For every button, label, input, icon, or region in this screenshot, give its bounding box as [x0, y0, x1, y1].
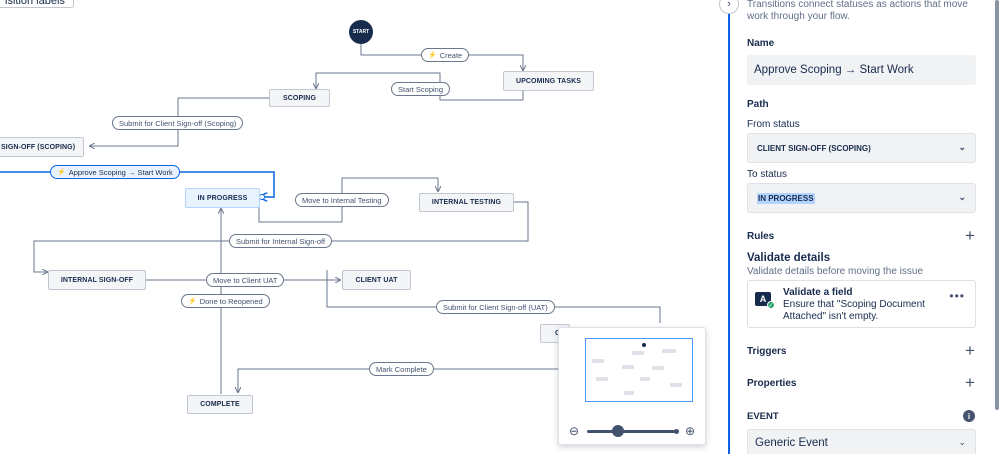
- transition-label: Submit for Internal Sign-off: [236, 236, 326, 246]
- bolt-icon: ⚡: [188, 298, 197, 305]
- zoom-slider-thumb[interactable]: [612, 424, 624, 437]
- transition-submit-client-signoff-uat[interactable]: Submit for Client Sign-off (UAT): [436, 300, 555, 314]
- status-client-uat[interactable]: CLIENT UAT: [342, 270, 411, 290]
- validate-details-title: Validate details: [747, 252, 831, 264]
- transition-label: Submit for Client Sign-off (Scoping): [119, 118, 237, 128]
- from-status-select[interactable]: CLIENT SIGN-OFF (SCOPING) ⌄: [747, 133, 976, 163]
- chevron-down-icon: ⌄: [958, 192, 966, 202]
- minimap-node: [632, 351, 644, 355]
- to-status-value: IN PROGRESS: [757, 192, 815, 204]
- minimap-node: [592, 359, 604, 363]
- transition-create[interactable]: ⚡Create: [421, 48, 470, 62]
- collapse-panel-button[interactable]: ›: [719, 0, 739, 14]
- zoom-slider-end: [674, 428, 679, 434]
- add-trigger-icon[interactable]: +: [965, 341, 975, 360]
- transition-label: Move to Client UAT: [213, 275, 278, 285]
- validator-rule-card[interactable]: A ✓ Validate a field Ensure that "Scopin…: [747, 280, 976, 328]
- workflow-canvas[interactable]: isition labels START SCOPING UPCOMING TA…: [0, 0, 728, 454]
- transition-approve-scoping[interactable]: ⚡Approve Scoping → Start Work: [50, 165, 180, 179]
- start-node[interactable]: START: [349, 20, 373, 44]
- more-options-icon[interactable]: •••: [949, 289, 965, 303]
- chevron-right-icon: ›: [727, 0, 731, 10]
- bolt-icon: ⚡: [428, 52, 437, 59]
- rule-description: Ensure that "Scoping Document Attached" …: [783, 299, 925, 322]
- minimap-node: [622, 365, 634, 369]
- status-internal-testing[interactable]: INTERNAL TESTING: [419, 193, 514, 212]
- validate-details-subtitle: Validate details before moving the issue: [747, 266, 924, 277]
- status-in-progress[interactable]: IN PROGRESS: [185, 188, 260, 208]
- minimap-node: [596, 377, 608, 381]
- add-rule-icon[interactable]: +: [965, 226, 975, 245]
- status-scoping[interactable]: SCOPING: [269, 89, 330, 107]
- transition-label: Create: [439, 50, 463, 60]
- status-client-signoff-scoping[interactable]: SIGN-OFF (SCOPING): [0, 137, 84, 157]
- minimap-start: [642, 343, 646, 347]
- minimap[interactable]: ⊖ ⊕: [558, 327, 706, 445]
- status-upcoming-tasks[interactable]: UPCOMING TASKS: [503, 71, 594, 91]
- transition-move-client-uat[interactable]: Move to Client UAT: [206, 273, 285, 287]
- transition-done-reopened[interactable]: ⚡Done to Reopened: [181, 294, 270, 308]
- rule-title: Validate a field: [783, 287, 853, 298]
- transition-start-scoping[interactable]: Start Scoping: [391, 82, 451, 96]
- transition-label: Approve Scoping → Start Work: [68, 167, 173, 177]
- triggers-label: Triggers: [747, 346, 787, 357]
- minimap-node: [640, 377, 650, 381]
- minimap-viewport[interactable]: [585, 338, 693, 402]
- check-icon: ✓: [767, 301, 775, 309]
- transition-labels-toggle[interactable]: isition labels: [0, 0, 74, 8]
- chevron-down-icon: ⌄: [958, 142, 966, 152]
- event-select[interactable]: Generic Event ⌄: [747, 429, 976, 454]
- transition-label: Mark Complete: [376, 364, 427, 374]
- event-label: EVENT: [747, 411, 779, 422]
- path-label: Path: [747, 99, 769, 110]
- minimap-node: [652, 366, 664, 370]
- add-property-icon[interactable]: +: [965, 373, 975, 392]
- chevron-down-icon: ⌄: [958, 437, 966, 447]
- edge-mark-complete: [238, 368, 600, 392]
- transition-details-panel: › Transitions connect statuses as action…: [719, 0, 999, 454]
- from-status-label: From status: [747, 119, 800, 130]
- panel-description: Transitions connect statuses as actions …: [747, 0, 968, 22]
- to-status-label: To status: [747, 169, 788, 180]
- minimap-node: [624, 391, 634, 395]
- zoom-in-icon[interactable]: ⊕: [684, 424, 696, 438]
- transition-submit-internal-signoff[interactable]: Submit for Internal Sign-off: [229, 234, 333, 248]
- zoom-slider[interactable]: [587, 424, 679, 437]
- event-value: Generic Event: [755, 437, 828, 449]
- transition-label: Submit for Client Sign-off (UAT): [443, 302, 548, 312]
- rules-label: Rules: [747, 231, 775, 242]
- transition-submit-client-signoff-scoping[interactable]: Submit for Client Sign-off (Scoping): [112, 116, 244, 130]
- name-label: Name: [747, 38, 775, 49]
- transition-mark-complete[interactable]: Mark Complete: [369, 362, 434, 376]
- panel-scrollbar[interactable]: [995, 0, 999, 410]
- transition-label: Start Scoping: [398, 84, 444, 94]
- status-internal-signoff[interactable]: INTERNAL SIGN-OFF: [48, 270, 146, 290]
- minimap-node: [670, 383, 682, 387]
- name-input[interactable]: Approve Scoping → Start Work: [747, 55, 976, 85]
- minimap-node: [662, 349, 676, 353]
- transition-label: Done to Reopened: [199, 296, 263, 306]
- from-status-value: CLIENT SIGN-OFF (SCOPING): [757, 143, 871, 153]
- bolt-icon: ⚡: [57, 169, 66, 176]
- to-status-select[interactable]: IN PROGRESS ⌄: [747, 183, 976, 213]
- info-icon[interactable]: i: [963, 410, 975, 422]
- transition-label: Move to Internal Testing: [302, 195, 382, 205]
- transition-move-internal-testing[interactable]: Move to Internal Testing: [295, 193, 389, 207]
- zoom-out-icon[interactable]: ⊖: [568, 424, 580, 438]
- status-complete[interactable]: COMPLETE: [187, 395, 253, 414]
- properties-label: Properties: [747, 378, 797, 389]
